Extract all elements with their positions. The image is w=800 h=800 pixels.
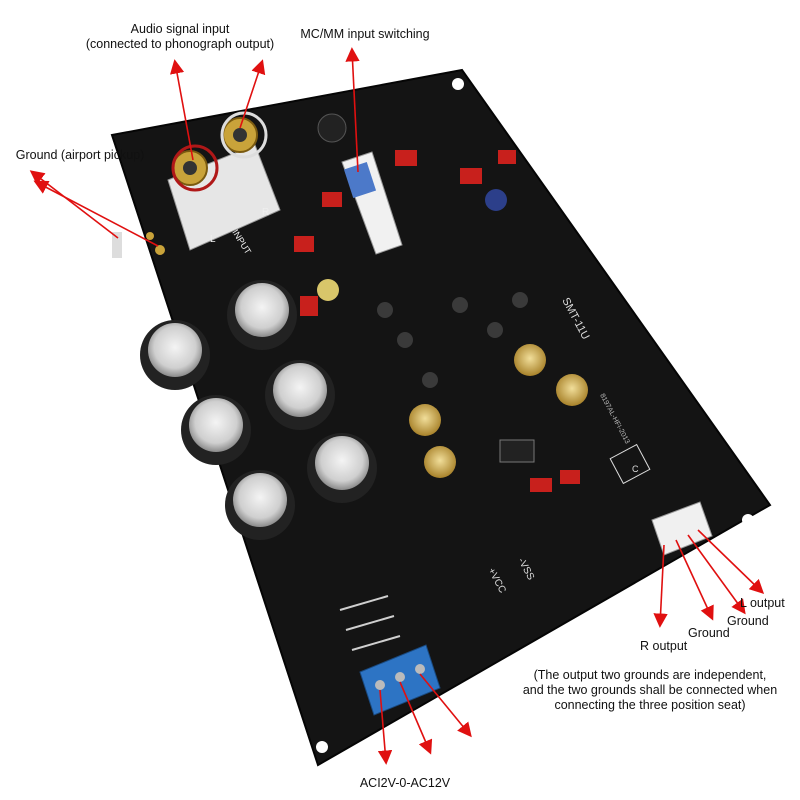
- small-components: [377, 292, 535, 463]
- mounting-hole: [132, 239, 144, 251]
- mounting-hole: [452, 78, 464, 90]
- arrow-ground-2: [33, 180, 159, 247]
- electrolytic-capacitors: [317, 189, 588, 478]
- label-note-line1: (The output two grounds are independent,: [533, 668, 767, 682]
- label-audio-input-line2: (connected to phonograph output): [85, 37, 275, 51]
- mounting-hole: [316, 741, 328, 753]
- label-ground-b: Ground: [688, 626, 730, 640]
- rectifier-diodes: [339, 595, 401, 651]
- pcb-board: [110, 68, 772, 767]
- label-audio-input: Audio signal input (connected to phonogr…: [80, 22, 280, 52]
- silk-c: C: [632, 464, 639, 474]
- label-r-output: R output: [640, 639, 688, 653]
- film-capacitors: [294, 150, 580, 492]
- label-power: ACI2V-0-AC12V: [359, 776, 451, 790]
- arrow-ground-out-2: [675, 539, 714, 621]
- label-mc-mm: MC/MM input switching: [300, 27, 430, 41]
- label-ground-a: Ground: [727, 614, 769, 628]
- arrow-power-3: [419, 673, 472, 738]
- silk-l: L: [210, 234, 216, 245]
- silk-r: R: [262, 207, 269, 218]
- arrow-power-2: [399, 681, 433, 755]
- arrow-mc-mm: [345, 47, 360, 173]
- arrow-r-output: [653, 544, 668, 628]
- label-note-line3: connecting the three position seat): [554, 698, 746, 712]
- arrow-ground-out-1: [687, 534, 746, 615]
- mounting-hole: [742, 514, 754, 526]
- filter-capacitors: [140, 280, 377, 540]
- label-l-output: L output: [740, 596, 785, 610]
- arrow-audio-r: [239, 59, 266, 129]
- mc-mm-switch: [317, 113, 403, 255]
- arrow-l-output: [697, 529, 765, 595]
- label-audio-input-line1: Audio signal input: [130, 22, 230, 36]
- label-ground-pickup: Ground (airport pickup): [15, 148, 145, 162]
- label-output-note: (The output two grounds are independent,…: [500, 668, 800, 713]
- label-note-line2: and the two grounds shall be connected w…: [522, 683, 778, 697]
- output-connector: [651, 501, 713, 556]
- annotation-arrows: [29, 47, 765, 765]
- arrow-power-1: [377, 689, 393, 765]
- arrow-audio-l: [169, 59, 194, 161]
- ground-pins: [112, 232, 165, 258]
- silk-box: [609, 443, 651, 485]
- arrow-ground-1: [29, 170, 119, 239]
- rca-input-jacks: [167, 111, 281, 251]
